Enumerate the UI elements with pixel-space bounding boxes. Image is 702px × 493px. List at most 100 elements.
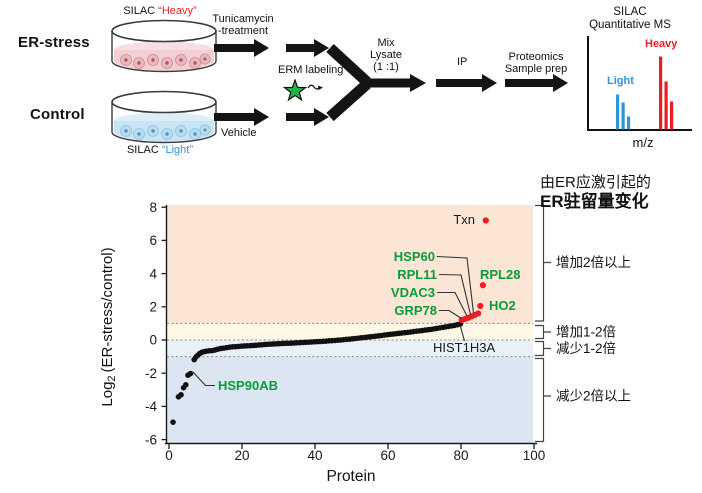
bracket-decrease-1-2x — [535, 340, 551, 357]
protein-label-hsp60: HSP60 — [394, 249, 435, 264]
x-tick-label: 0 — [165, 448, 173, 463]
protein-label-hist1h3a: HIST1H3A — [433, 340, 495, 355]
protein-label-ho2: HO2 — [489, 298, 516, 313]
band-regions — [167, 205, 533, 444]
ms-title-line2: Quantitative MS — [589, 19, 671, 31]
x-tick-label: 40 — [307, 448, 322, 463]
arrow-tunicamycin — [214, 39, 269, 57]
arrow-to-merge-top — [286, 39, 329, 57]
ip-label: IP — [457, 56, 468, 68]
erm-probe-graphic — [282, 79, 323, 102]
ms-peak-light — [627, 116, 631, 130]
ms-bars — [616, 56, 674, 130]
band-label-increase-1-2x: 增加1-2倍 — [556, 325, 616, 340]
ms-peak-heavy — [664, 81, 668, 130]
leader-line-rpl11 — [438, 273, 472, 315]
protein-label-txn: Txn — [453, 212, 475, 227]
y-tick-label: -2 — [145, 366, 157, 381]
silac-light-label: SILAC “Light” — [110, 144, 210, 156]
star-icon — [282, 79, 308, 102]
band-label-increase-2x: 增加2倍以上 — [556, 255, 631, 270]
ms-title-line1: SILAC — [613, 6, 646, 18]
protein-label-vdac3: VDAC3 — [391, 285, 435, 300]
ms-light-label: Light — [607, 75, 634, 87]
y-axis-title: Log2(ER-stress/control) — [99, 247, 118, 406]
dish-rim — [111, 90, 217, 114]
y-tick-label: 0 — [149, 333, 157, 348]
arrow-ip — [436, 74, 497, 92]
x-tick-label: 80 — [453, 448, 468, 463]
leader-line-vdac3 — [437, 291, 468, 317]
ms-peak-light — [621, 102, 625, 130]
squiggle-arrowhead-icon — [318, 85, 323, 90]
bracket-increase-1-2x — [535, 324, 551, 340]
leader-line-hist1h3a — [459, 326, 466, 342]
y-tick-label: -6 — [145, 432, 157, 447]
ms-peak-heavy — [670, 101, 674, 130]
arrow-to-merge-bottom — [286, 108, 329, 126]
control-condition-label: Control — [30, 106, 85, 123]
band-region-3 — [167, 356, 533, 444]
mix-lysate-label: Mix Lysate (1 :1) — [369, 37, 402, 73]
protein-point — [182, 382, 189, 388]
ms-peak-heavy — [659, 56, 663, 130]
x-axis-title: Protein — [326, 468, 375, 485]
y-tick-label: 6 — [149, 233, 157, 248]
protein-label-rpl11: RPL11 — [397, 267, 437, 282]
protein-point — [178, 391, 184, 398]
y-tick-label: 2 — [149, 300, 157, 315]
y-tick-label: 4 — [149, 266, 157, 281]
protein-point — [187, 370, 194, 377]
tunicamycin-treatment-label: Tunicamycin -treatment — [212, 13, 274, 37]
ms-peak-light — [616, 94, 620, 130]
highlight-point-ho2 — [477, 302, 484, 310]
merge-shaft — [363, 78, 410, 88]
leader-line-hsp60 — [436, 255, 475, 314]
silac-heavy-label: SILAC “Heavy” — [110, 5, 210, 17]
erm-labeling-label: ERM labeling — [278, 64, 344, 76]
dish-rim — [111, 19, 217, 43]
merge-branch-top — [326, 43, 371, 87]
data-points — [170, 217, 489, 425]
x-tick-label: 20 — [234, 448, 249, 463]
protein-label-grp78: GRP78 — [394, 303, 437, 318]
cell-nuclei — [124, 57, 207, 65]
protein-point — [170, 419, 176, 425]
silac-light-prefix: SILAC — [126, 144, 159, 156]
proteomics-label: Proteomics Sample prep — [504, 51, 568, 75]
vehicle-label: Vehicle — [221, 127, 257, 139]
band-label-decrease-2x: 减少2倍以上 — [556, 389, 631, 404]
silac-light-value: “Light” — [161, 144, 194, 156]
range-brackets — [535, 204, 551, 443]
squiggle-linker — [307, 84, 321, 90]
y-tick-label: 8 — [149, 200, 157, 215]
highlight-point-txn — [482, 217, 489, 224]
merge-arrowhead — [410, 74, 426, 92]
leader-line-hsp90ab — [192, 371, 215, 387]
merge-arrow — [326, 43, 426, 122]
ms-spectrum: SILAC Quantitative MS Light Heavy m/z — [587, 6, 692, 150]
er-stress-condition-label: ER-stress — [18, 34, 90, 51]
y-tick-label: -4 — [145, 399, 157, 414]
merge-branch-bottom — [326, 79, 371, 122]
control-dish — [111, 90, 217, 144]
bracket-increase-2x — [535, 204, 551, 322]
band-label-decrease-1-2x: 减少1-2倍 — [556, 341, 616, 356]
protein-label-hsp90ab: HSP90AB — [218, 378, 278, 393]
er-stress-dish — [111, 19, 217, 73]
right-title-line2: ER驻留量变化 — [540, 191, 649, 211]
threshold-lines — [167, 322, 533, 358]
ms-heavy-label: Heavy — [645, 38, 678, 50]
x-tick-label: 60 — [380, 448, 395, 463]
protein-label-rpl28: RPL28 — [480, 267, 520, 282]
right-title-line1: 由ER应激引起的 — [540, 173, 651, 191]
highlight-point — [475, 310, 482, 317]
arrow-vehicle — [214, 108, 269, 126]
arrow-proteomics — [505, 74, 568, 92]
highlight-point-rpl28 — [479, 282, 486, 289]
ms-xlabel: m/z — [633, 135, 654, 150]
